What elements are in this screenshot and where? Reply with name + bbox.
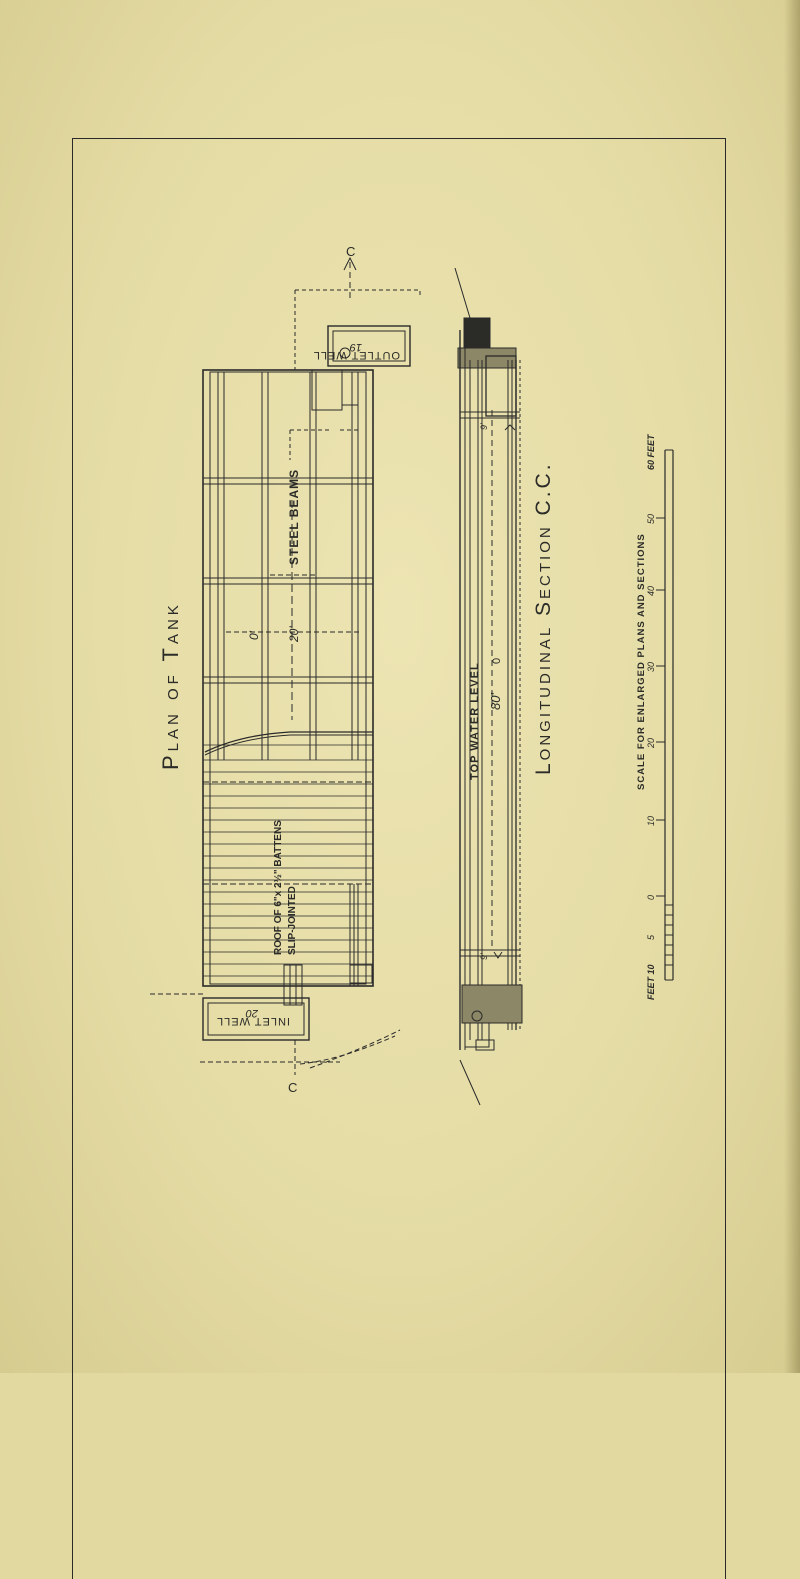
scale-unit-right: 60 FEET xyxy=(646,433,656,470)
slip-jointed-label: SLIP-JOINTED xyxy=(287,886,298,955)
scale-tick-40: 40 xyxy=(646,586,656,596)
roof-battens-label: ROOF OF 6"x 2½" BATTENS xyxy=(273,820,284,955)
drawing-border xyxy=(72,138,726,1579)
top-water-level-label: TOP WATER LEVEL xyxy=(469,662,481,780)
inlet-number: 20 xyxy=(245,1007,259,1019)
scale-tick-20: 20 xyxy=(646,738,656,749)
steel-beams-label: STEEL BEAMS xyxy=(287,469,301,565)
section-dim-0: 0 xyxy=(491,658,503,664)
plan-title: Plan of Tank xyxy=(158,601,183,770)
section-dim-9b: 9' xyxy=(479,423,489,430)
outlet-well xyxy=(327,325,411,367)
section-mark-bottom: C xyxy=(288,1080,297,1095)
drawing-sheet xyxy=(0,0,800,1373)
scale-tick-5: 5 xyxy=(646,934,656,940)
section-dim-9: 9' xyxy=(479,953,489,960)
roof-battens xyxy=(203,744,373,977)
outlet-well-label: OUTLET WELL xyxy=(313,349,400,361)
inlet-well xyxy=(202,997,310,1041)
scale-title: SCALE FOR ENLARGED PLANS AND SECTIONS xyxy=(636,533,647,790)
longitudinal-section xyxy=(454,267,523,1106)
scale-bar xyxy=(656,449,674,981)
scale-tick-30: 30 xyxy=(646,662,656,672)
plan-of-tank xyxy=(150,256,421,1075)
scale-tick-10: 10 xyxy=(646,816,656,826)
inlet-well-label: INLET WELL xyxy=(216,1015,290,1027)
scale-tick-0: 0 xyxy=(646,895,656,900)
tank-outline xyxy=(202,369,374,987)
scale-tick-50: 50 xyxy=(646,514,656,524)
dim-20-label: 20' xyxy=(287,626,301,643)
section-dim-80: 80' xyxy=(488,693,503,710)
section-mark-top: C xyxy=(346,244,355,259)
section-title: Longitudinal Section C.C. xyxy=(532,461,555,775)
dim-0-label: 0' xyxy=(247,630,261,640)
page-edge-shadow xyxy=(784,0,800,1373)
outlet-number: 19 xyxy=(350,341,362,353)
scale-unit-left: FEET 10 xyxy=(646,964,656,1000)
technical-drawing: C C OUTLET WELL 19 STEEL BEAMS 20' 0' RO… xyxy=(150,244,674,1106)
